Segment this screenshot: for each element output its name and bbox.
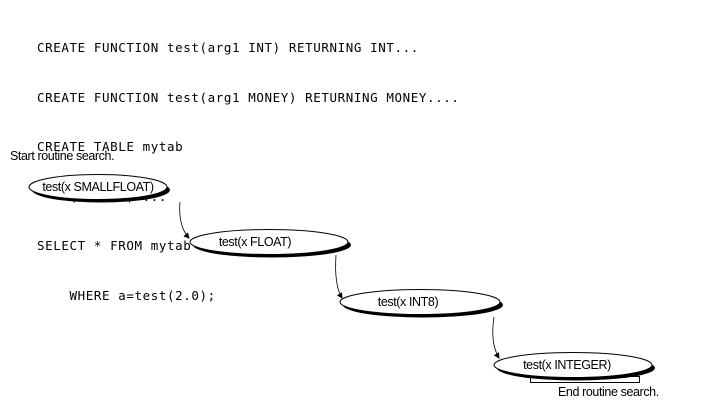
step-label: test(x SMALLFLOAT) xyxy=(42,180,154,194)
code-line: WHERE a=test(2.0); xyxy=(37,287,216,303)
step-node-integer: test(x INTEGER) xyxy=(493,352,655,383)
flow-connector xyxy=(179,201,190,239)
flow-connector xyxy=(335,254,343,299)
step-label: test(x INT8) xyxy=(378,295,439,309)
code-line: SELECT * FROM mytab xyxy=(37,238,192,253)
step-label: test(x INTEGER) xyxy=(523,358,611,372)
step-node-float: test(x FLOAT) xyxy=(189,229,351,258)
sql-code-block: CREATE FUNCTION test(arg1 INT) RETURNING… xyxy=(37,7,460,337)
end-note: End routine search. xyxy=(558,385,659,399)
code-line: CREATE TABLE mytab xyxy=(37,139,184,154)
step-label: test(x FLOAT) xyxy=(219,235,292,249)
start-note: Start routine search. xyxy=(10,149,115,163)
step-node-int8: test(x INT8) xyxy=(339,289,503,318)
flow-connector xyxy=(492,316,500,359)
code-line: CREATE FUNCTION test(arg1 INT) RETURNING… xyxy=(37,40,419,55)
code-line: CREATE FUNCTION test(arg1 MONEY) RETURNI… xyxy=(37,89,460,105)
step-node-smallfloat: test(x SMALLFLOAT) xyxy=(28,174,170,203)
